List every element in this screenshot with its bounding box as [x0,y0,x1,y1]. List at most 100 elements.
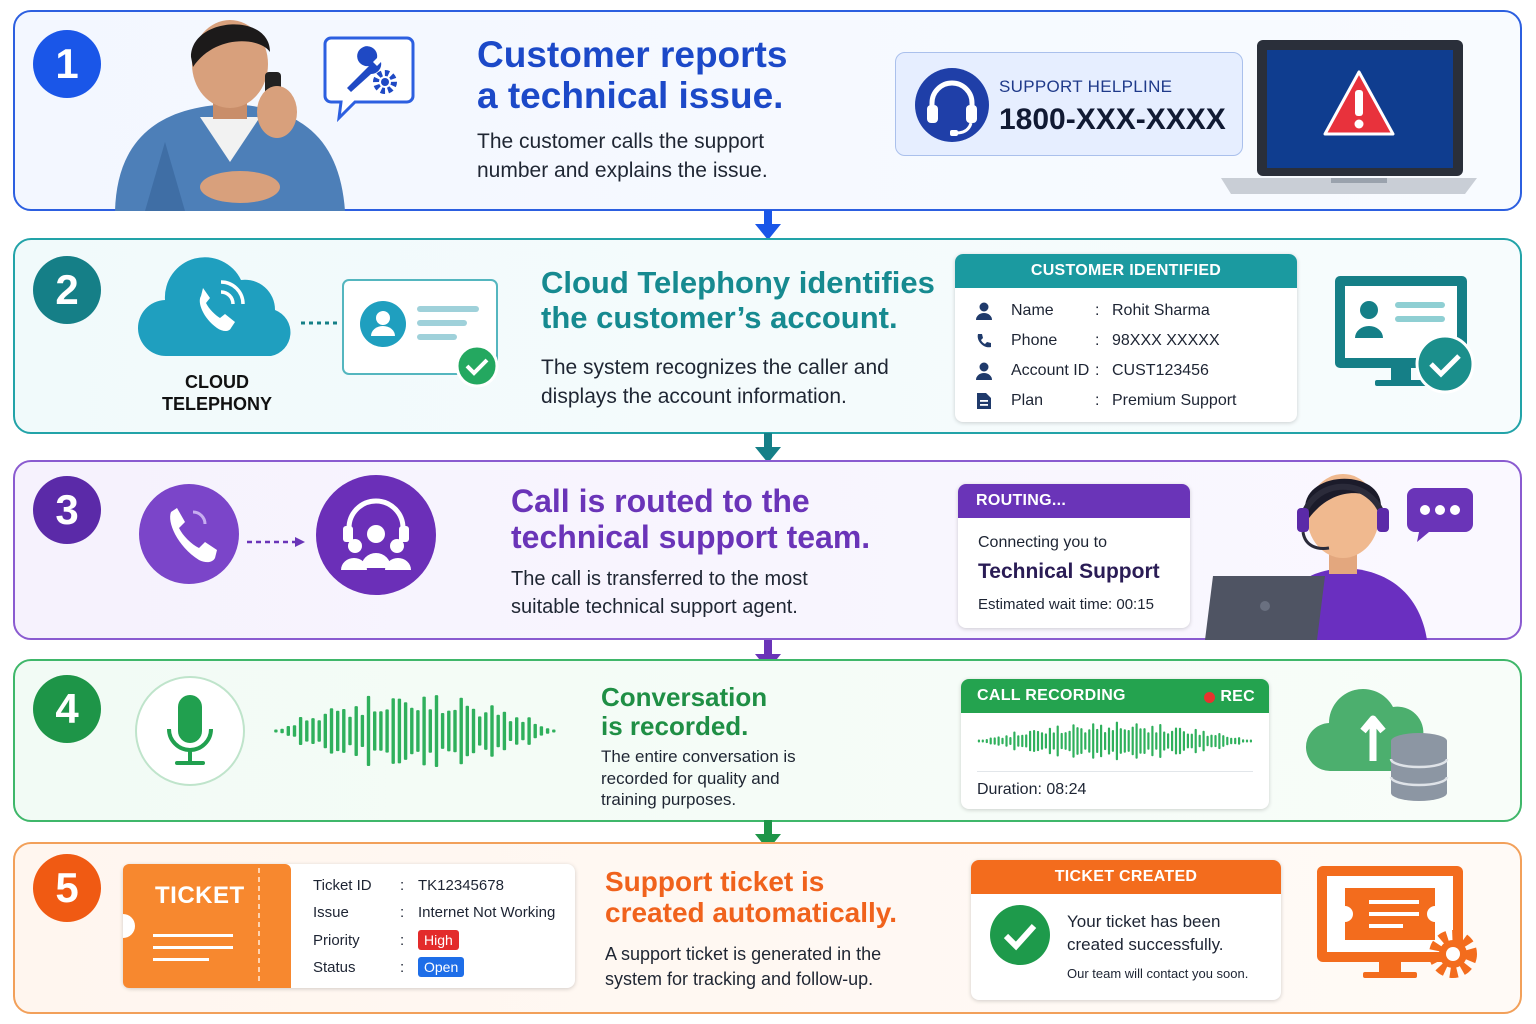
waveform-bar [1084,732,1087,750]
step-4-title-line2: is recorded. [601,711,749,742]
field-label: Account ID [1011,362,1090,379]
waveform-bar [336,710,340,752]
waveform-bar [305,720,309,742]
waveform-bar [397,698,402,764]
field-value: Internet Not Working [418,904,556,921]
waveform-bar [342,709,346,753]
customer-identified-card: CUSTOMER IDENTIFIED Name : Rohit Sharma … [955,254,1297,422]
waveform-bar [1249,739,1252,743]
waveform-bar [416,710,420,752]
step-3-title-line1: Call is routed to the [511,483,810,519]
waveform-bar [997,736,1000,746]
ticket-label: TICKET [155,882,245,909]
waveform-bar [1088,729,1091,753]
waveform-bar [1222,735,1225,747]
waveform-bar [981,739,984,743]
flow-arrow-2 [755,433,781,463]
card-header: CALL RECORDING [977,687,1126,704]
field-colon: : [1095,362,1100,379]
waveform-bar [1111,730,1114,752]
waveform-bar [447,710,451,752]
step-4-desc-line2: recorded for quality and [601,768,780,788]
field-label: Ticket ID [313,877,372,894]
step-2-panel: 2 CLOUD TELEPHONY Cloud Telephony identi… [13,238,1522,434]
dotted-connector [301,321,341,325]
recording-waveform-icon [977,721,1252,761]
step-2-title-line2: the customer’s account. [541,299,898,335]
waveform-bar [1198,734,1201,748]
step-5-title-line1: Support ticket is [605,866,825,897]
waveform-bar [533,723,537,739]
card-header: ROUTING... [958,484,1190,518]
waveform-bar [1076,727,1079,755]
step-2-desc-line1: The system recognizes the caller and [541,356,889,379]
step-4-desc-line1: The entire conversation is [601,747,796,766]
waveform-bar [1119,728,1122,754]
step-1-title-line1: Customer reports [477,34,788,75]
waveform-bar [453,709,457,753]
waveform-bar [354,706,358,756]
waveform-bar [502,711,507,751]
monitor-ticket-gear-icon [1317,866,1477,978]
waveform-bar [440,713,445,749]
waveform-bar [515,717,519,745]
waveform-bar [1171,730,1174,752]
field-colon: : [400,932,405,949]
waveform-bar [1001,737,1004,745]
person-on-phone-illustration [115,20,345,211]
waveform-bar [1242,739,1245,743]
ticket-icon [123,864,291,988]
waveform-bar [1072,724,1075,758]
monitor-profile-check-icon [1335,276,1475,394]
waveform-bar [292,725,297,737]
card-header: TICKET CREATED [971,860,1281,894]
step-3-desc-line2: suitable technical support agent. [511,595,798,618]
field-label: Issue [313,904,349,921]
waveform-bar [1127,730,1130,752]
waveform-bar [1151,725,1154,757]
waveform-bar [1245,739,1249,743]
waveform-bar [521,721,525,741]
waveform-bar [1017,735,1020,747]
step-1-desc-line2: number and explains the issue. [477,158,768,182]
support-team-icon [316,475,436,595]
step-4-title-line1: Conversation [601,682,768,712]
waveform-bar [1131,726,1134,756]
waveform-bar [1155,732,1158,750]
waveform-bar [1135,723,1138,759]
rec-indicator: REC [1204,688,1255,706]
waveform-icon [274,695,556,767]
waveform-bar [1052,732,1055,750]
waveform-bar [360,714,365,747]
field-colon: : [400,959,405,976]
waveform-bar [527,717,531,745]
success-line2: created successfully. [1067,935,1224,955]
cloud-label-line2: TELEPHONY [161,393,272,414]
waveform-bar [1100,724,1103,758]
recording-duration: Duration: 08:24 [977,781,1087,798]
waveform-bar [1238,737,1241,745]
waveform-bar [484,712,488,750]
waveform-bar [1190,733,1193,749]
waveform-bar [1107,727,1111,755]
field-label: Plan [1011,392,1044,409]
waveform-bar [274,729,278,733]
phone-call-icon [139,484,239,584]
waveform-bar [1123,729,1126,753]
laptop-warning-icon [1221,40,1477,194]
waveform-bar [1009,737,1012,745]
waveform-bar [317,720,321,742]
check-circle-icon [990,905,1050,965]
id-card-check-icon [342,279,499,388]
waveform-bar [1202,730,1205,752]
person-icon [976,362,992,380]
waveform-bar [1092,723,1095,759]
step-number-badge: 1 [33,30,101,98]
helpline-number: 1800-XXX-XXXX [999,103,1226,136]
field-label: Status [313,959,356,976]
chat-bubble-icon [1407,488,1473,542]
waveform-bar [490,705,494,757]
waveform-bar [1025,734,1028,748]
waveform-bar [552,729,556,733]
field-colon: : [1095,332,1100,349]
